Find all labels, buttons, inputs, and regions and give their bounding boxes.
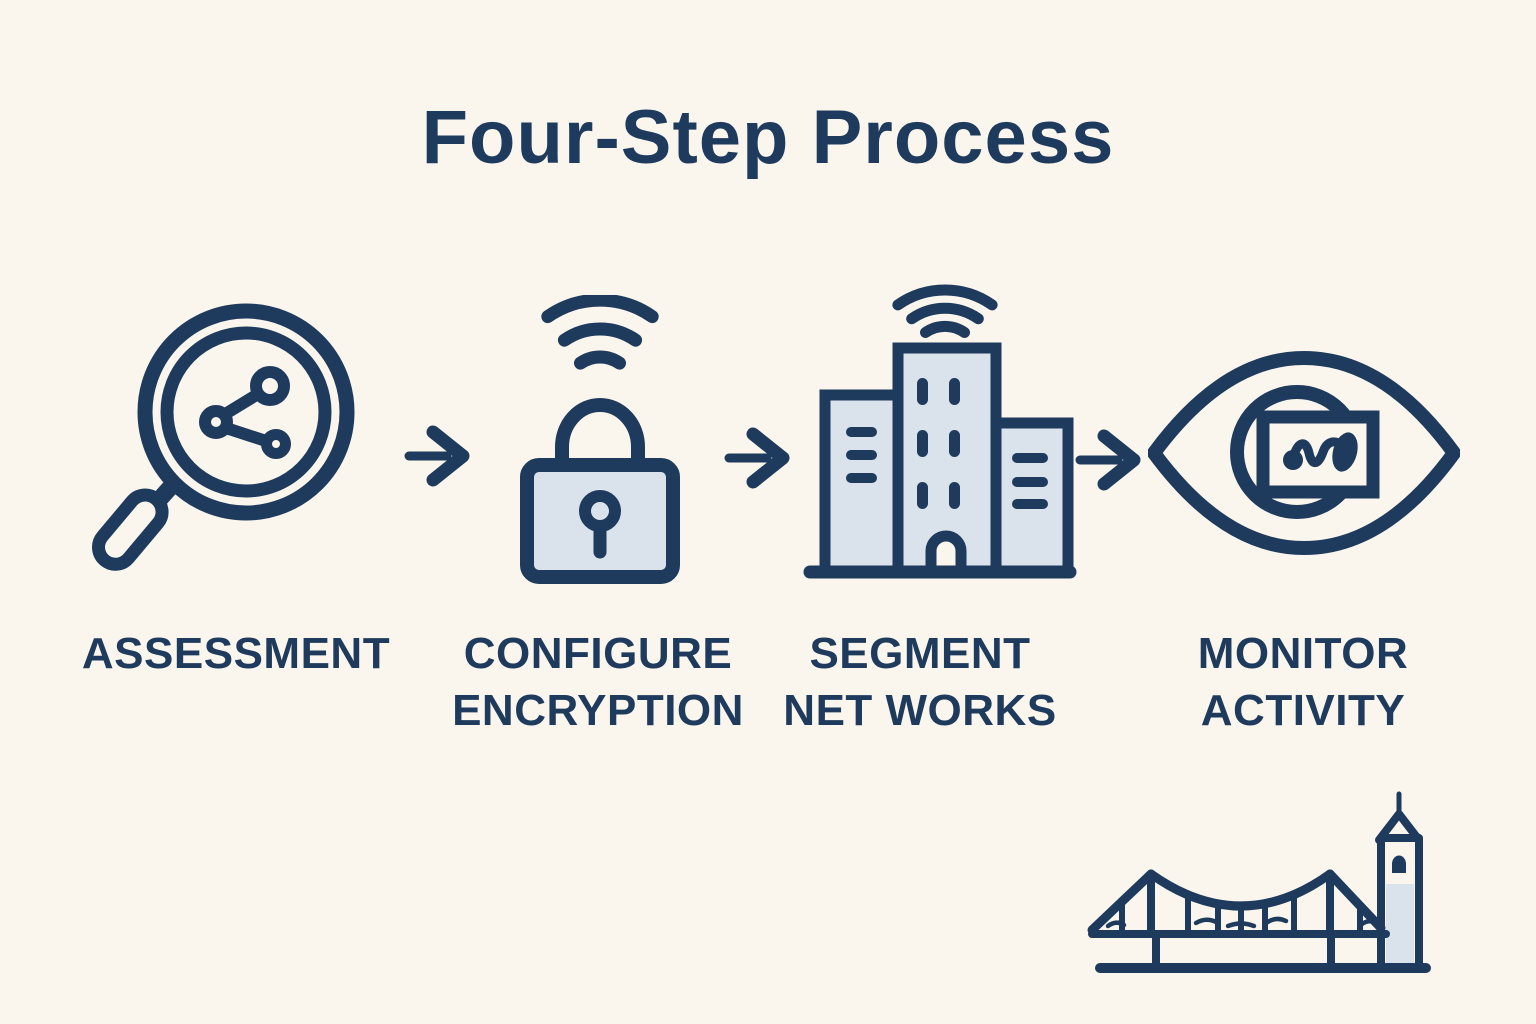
share-node xyxy=(261,429,291,459)
step-label-assessment: ASSESSMENT xyxy=(46,625,426,682)
wifi-padlock-icon xyxy=(520,295,680,584)
page-title: Four-Step Process xyxy=(421,95,1115,180)
tower-window xyxy=(1392,855,1406,873)
wifi-arc xyxy=(920,320,970,338)
bridge-cable xyxy=(1146,869,1335,911)
step-label-line: ASSESSMENT xyxy=(81,629,391,678)
activity-blob xyxy=(1332,432,1358,472)
step-label-line: ACTIVITY xyxy=(1200,686,1406,735)
right-arrow-icon xyxy=(1075,429,1141,491)
step-label-line: ENCRYPTION xyxy=(452,686,744,735)
wifi-arc xyxy=(557,322,643,347)
cable-detail xyxy=(1193,917,1219,926)
right-building xyxy=(987,417,1074,578)
magnifier-handle xyxy=(92,488,169,571)
wifi-arc xyxy=(906,302,984,325)
eye-activity-icon xyxy=(1148,351,1460,555)
building-door xyxy=(925,530,967,578)
step-label-line: NET WORKS xyxy=(783,686,1057,735)
step-label-configure-encryption: CONFIGURE ENCRYPTION xyxy=(408,625,788,739)
left-building-windows xyxy=(846,427,877,483)
magnifier-outer-ring xyxy=(137,303,355,521)
step-label-line: MONITOR xyxy=(1197,629,1409,678)
share-node xyxy=(199,405,233,439)
bridge-cable xyxy=(1325,869,1386,933)
step-label-segment-networks: SEGMENT NET WORKS xyxy=(730,625,1110,739)
magnifier-inner-ring xyxy=(160,326,332,498)
magnifier-network-icon xyxy=(92,303,355,571)
activity-squiggle xyxy=(1288,437,1344,468)
right-building-windows xyxy=(1012,453,1048,509)
padlock-shackle xyxy=(555,398,645,474)
cable-detail xyxy=(1359,919,1379,927)
wifi-arc xyxy=(892,284,998,311)
tower-base-fill xyxy=(1386,884,1414,964)
wifi-arc xyxy=(541,295,659,324)
eye-outline xyxy=(1148,351,1460,555)
step-label-line: SEGMENT xyxy=(809,629,1031,678)
step-label-monitor-activity: MONITOR ACTIVITY xyxy=(1113,625,1493,739)
right-arrow-icon xyxy=(724,427,790,489)
step-label-line: CONFIGURE xyxy=(463,629,733,678)
right-arrow-icon xyxy=(404,425,470,487)
share-node xyxy=(250,366,290,406)
cable-detail xyxy=(1263,916,1289,926)
cable-detail xyxy=(1225,921,1257,929)
buildings-wifi-icon xyxy=(803,284,1077,579)
wifi-arc xyxy=(574,350,626,370)
left-building xyxy=(819,389,904,578)
cable-detail xyxy=(1105,920,1127,929)
bridge-tower-illustration xyxy=(1087,791,1431,973)
center-building-windows xyxy=(917,378,960,509)
